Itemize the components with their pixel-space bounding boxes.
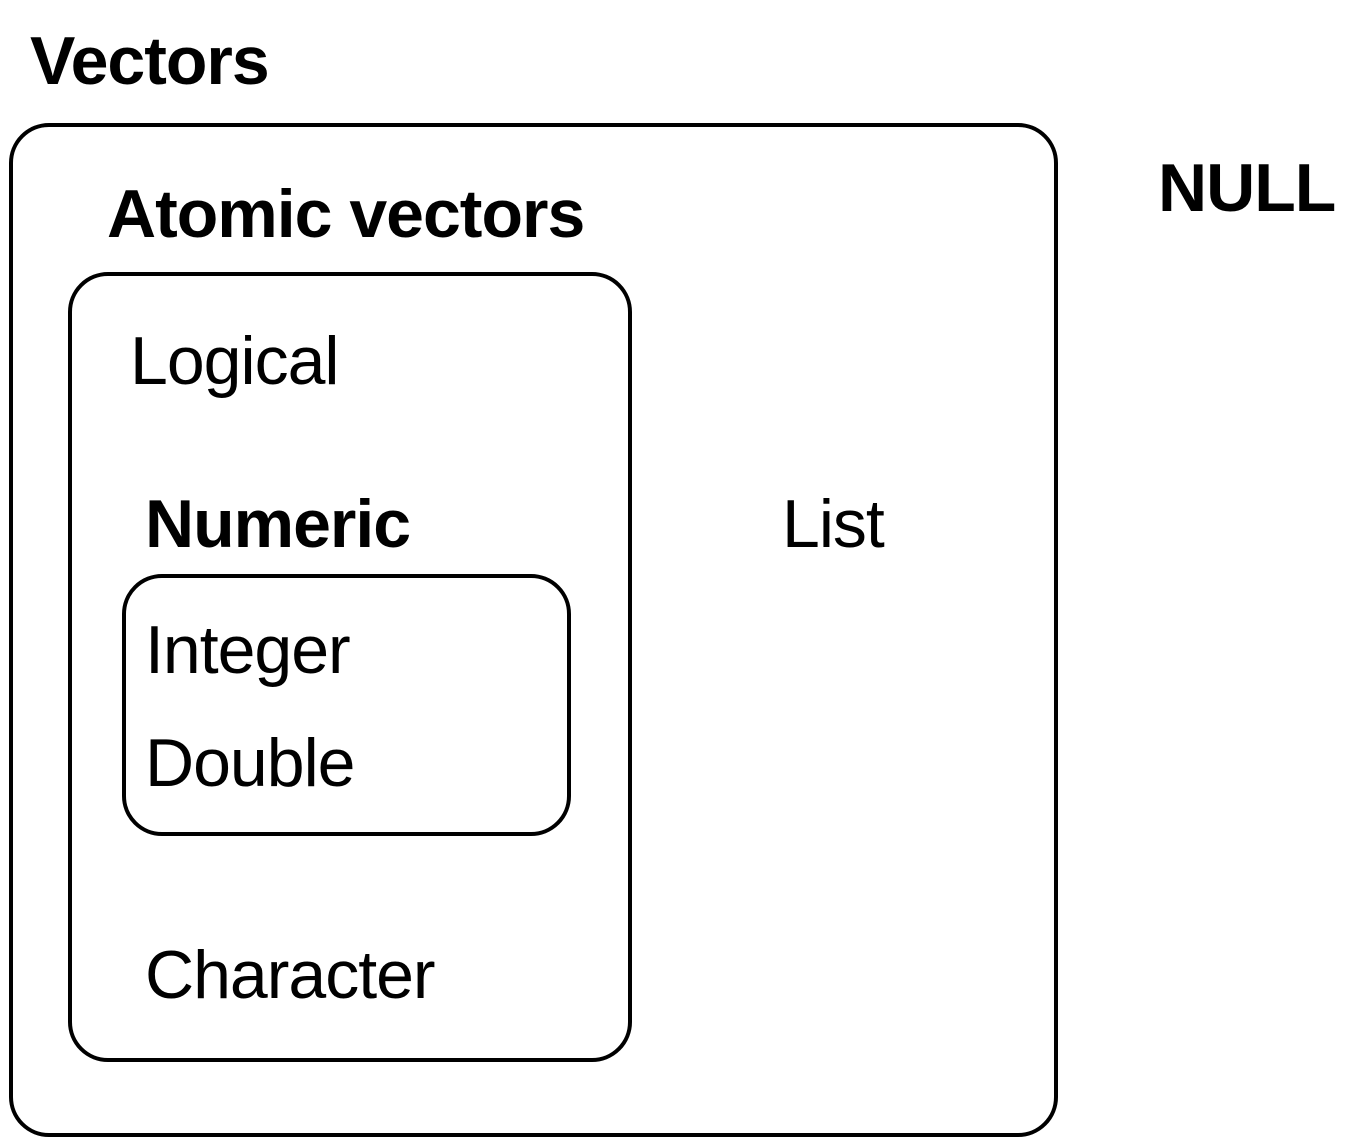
atomic-vectors-box: Logical Numeric Integer Double Character [68, 272, 632, 1062]
double-label: Double [145, 725, 355, 801]
logical-label: Logical [130, 323, 339, 399]
atomic-vectors-label: Atomic vectors [107, 176, 585, 252]
list-label: List [782, 486, 885, 562]
numeric-label: Numeric [145, 486, 411, 562]
vectors-box: Atomic vectors List Logical Numeric Inte… [9, 123, 1058, 1137]
null-label: NULL [1158, 150, 1336, 226]
character-label: Character [145, 937, 436, 1013]
diagram-title: Vectors [30, 23, 270, 99]
integer-label: Integer [145, 612, 351, 688]
numeric-box: Integer Double [122, 574, 571, 836]
